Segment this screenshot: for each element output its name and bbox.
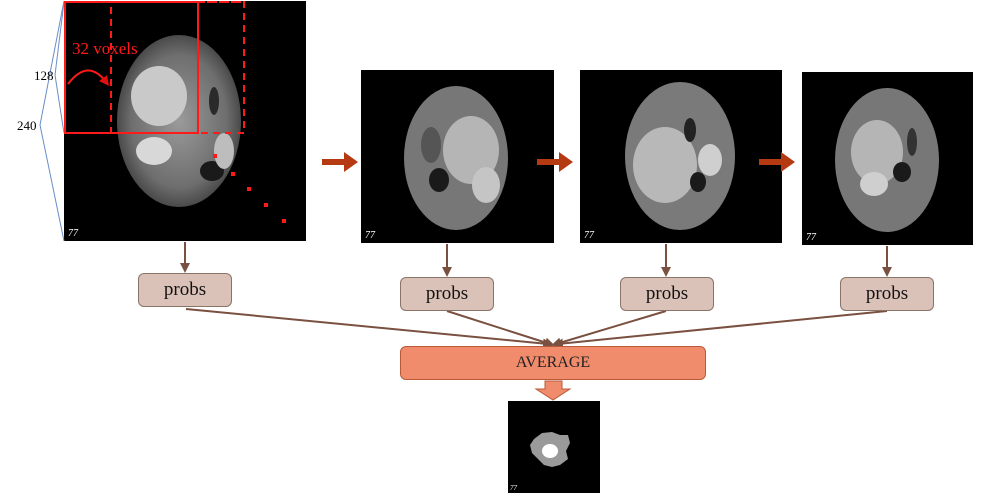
dimension-lines — [39, 0, 65, 242]
average-to-output-arrow — [534, 380, 572, 401]
slice-number: 77 — [68, 228, 78, 239]
cropped-mri-panel-2: 77 — [580, 70, 782, 243]
dimension-label-240: 240 — [17, 118, 37, 133]
panel-to-probs-arrows — [180, 242, 892, 277]
segmentation-mask-image — [530, 432, 570, 467]
probs-box-4: probs — [840, 277, 934, 311]
slice-number: 77 — [806, 232, 816, 243]
cropped-mri-panel-3: 77 — [802, 72, 973, 245]
cropped-mri-panel-1: 77 — [361, 70, 554, 243]
brain-scan-image — [404, 86, 508, 230]
dimension-label-128: 128 — [34, 68, 54, 83]
slice-number: 77 — [510, 484, 517, 492]
probs-box-3: probs — [620, 277, 714, 311]
average-box: AVERAGE — [400, 346, 706, 380]
slice-number: 77 — [584, 230, 594, 241]
step-arrow-1 — [322, 152, 358, 172]
output-segmentation-panel: 77 — [508, 401, 600, 493]
probs-box-2: probs — [400, 277, 494, 311]
input-mri-panel: 77 — [64, 1, 306, 241]
brain-scan-image — [835, 88, 939, 232]
probs-box-1: probs — [138, 273, 232, 307]
probs-to-average-arrows — [185, 308, 888, 349]
brain-scan-image — [117, 35, 241, 207]
brain-scan-image — [625, 82, 735, 230]
stride-label: 32 voxels — [72, 39, 138, 58]
slice-number: 77 — [365, 230, 375, 241]
